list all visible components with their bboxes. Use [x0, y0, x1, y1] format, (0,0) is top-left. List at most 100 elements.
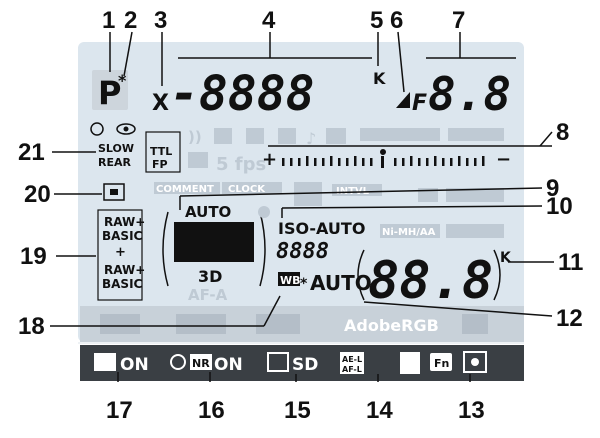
callout-14: 14 [366, 397, 393, 424]
upper-item-1 [100, 314, 140, 334]
wb-auto: AUTO [310, 271, 372, 295]
aperture-stop-icon [396, 92, 410, 108]
flash-rear: REAR [98, 156, 131, 169]
raw-plus-1: RAW+ [104, 215, 145, 229]
exposure-plus: + [262, 149, 277, 170]
red-eye-pupil [123, 126, 129, 132]
af-area-auto: AUTO [185, 203, 231, 221]
callout-3: 3 [154, 7, 167, 34]
af-bracket-left [162, 211, 169, 287]
nr-badge [190, 354, 212, 370]
callout-6: 6 [390, 7, 403, 34]
flash-icon [90, 122, 104, 136]
exposure-minus: − [496, 149, 511, 170]
adl-bracket-ghost [360, 128, 440, 141]
battery-type-ghost [380, 224, 440, 238]
metering-dot [471, 358, 479, 366]
afl-label: AF-L [342, 365, 362, 374]
camera-ghost [418, 188, 438, 202]
fn-badge [430, 353, 452, 371]
panel-divider [78, 342, 524, 344]
mode-box [92, 70, 128, 110]
clock-label: CLOCK [228, 184, 266, 195]
memory-card-slot-mark [110, 189, 118, 195]
wb-star: * [300, 276, 308, 292]
callout-7: 7 [452, 7, 465, 34]
adobe-rgb: AdobeRGB [344, 316, 439, 335]
frame-count-k: K [500, 250, 512, 266]
adl-icon [94, 353, 116, 371]
iso-auto: ISO-AUTO [278, 219, 365, 238]
memory-card-icon [103, 183, 125, 201]
callout-1: 1 [102, 7, 115, 34]
callout-17: 17 [106, 397, 133, 424]
leader-lines [50, 31, 554, 382]
wb-label: WB [280, 274, 301, 287]
aperture-display: 8.8 [428, 67, 511, 121]
flash-slow: SLOW [98, 142, 134, 155]
ael-badge [340, 352, 364, 374]
fn-label: Fn [434, 357, 449, 370]
af-point-grid [174, 222, 254, 262]
upper-button-strip [80, 306, 524, 342]
iso-display: 8888 [276, 239, 329, 264]
af-mode: AF-A [188, 286, 228, 304]
adl-on: ON [120, 355, 149, 375]
fps-indicator: 5 fps [216, 154, 266, 175]
fl-icon [214, 128, 232, 144]
shutter-k-indicator: K [373, 69, 386, 88]
copyright-icon [258, 206, 270, 218]
basic-2: BASIC [102, 277, 143, 291]
count-bracket-right [493, 249, 501, 301]
exposure-zero-dot [380, 149, 386, 155]
battery-bars-ghost [446, 224, 504, 238]
wb-badge [278, 272, 300, 286]
image-quality-box [97, 209, 143, 301]
battery-type: Ni-MH/AA [382, 227, 436, 238]
beep-icon: ♪ [306, 129, 316, 148]
battery-ghost [446, 188, 504, 202]
callout-12: 12 [556, 305, 583, 332]
ae-af-lock-icon [400, 352, 420, 374]
flash-control-box [145, 131, 181, 173]
upper-item-2 [176, 314, 226, 334]
clock-ghost [222, 182, 282, 194]
bracket-icon [326, 128, 346, 144]
callout-15: 15 [284, 397, 311, 424]
callout-4: 4 [262, 7, 276, 34]
shutter-speed-display: -8888 [170, 66, 315, 122]
wifi-icon: )) [188, 128, 202, 146]
quality-plus: + [115, 245, 126, 260]
flash-fp: FP [152, 158, 168, 171]
flash-comp-icon [246, 128, 264, 144]
nr-label: NR [192, 357, 210, 370]
exposure-scale-ticks [282, 156, 485, 168]
red-eye-icon [116, 123, 136, 135]
callout-5: 5 [370, 7, 383, 34]
comment-label: COMMENT [156, 184, 214, 195]
multi-exposure-icon [188, 152, 208, 168]
frame-count-display: 88.8 [368, 251, 493, 311]
count-bracket-left [357, 249, 365, 301]
callout-13: 13 [458, 397, 485, 424]
upper-item-3 [256, 314, 300, 334]
callout-16: 16 [198, 397, 225, 424]
shooting-mode: P [98, 74, 121, 112]
ael-label: AE-L [342, 355, 362, 364]
flexible-program-star: * [118, 71, 127, 90]
callout-8: 8 [556, 119, 569, 146]
basic-1: BASIC [102, 229, 143, 243]
flash-sync-x: X [152, 91, 169, 116]
callout-9: 9 [546, 175, 559, 202]
aperture-f: F [412, 91, 427, 116]
upper-item-4 [462, 314, 488, 334]
callout-2: 2 [124, 7, 137, 34]
callout-18: 18 [18, 313, 45, 340]
picture-control-sd: SD [292, 355, 318, 375]
callout-10: 10 [546, 193, 573, 220]
raw-plus-2: RAW+ [104, 263, 145, 277]
callout-20: 20 [24, 181, 51, 208]
exp-comp-icon [278, 128, 296, 144]
nr-timer-icon [170, 354, 186, 370]
